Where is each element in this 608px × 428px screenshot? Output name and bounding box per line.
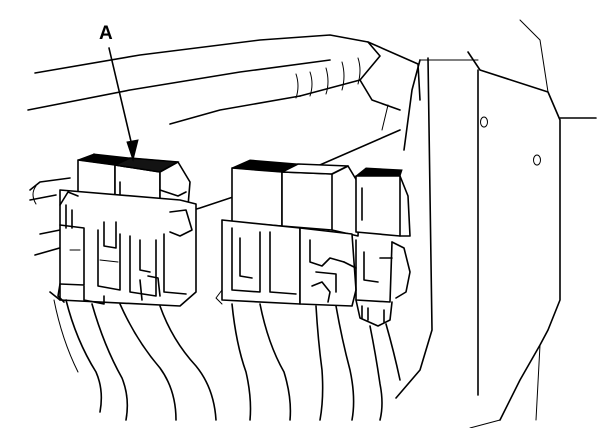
cross-member xyxy=(27,34,421,131)
panel-hole-upper xyxy=(480,116,488,128)
panel-hole-lower xyxy=(533,154,541,166)
callout-arrow-a xyxy=(108,47,139,162)
relay-b-housing xyxy=(231,159,411,237)
relay-a-connector xyxy=(49,189,197,307)
relay-b-connector xyxy=(215,219,411,327)
wire-harness xyxy=(53,299,401,421)
body-panel xyxy=(395,19,597,428)
callout-label-a: A xyxy=(99,23,113,44)
